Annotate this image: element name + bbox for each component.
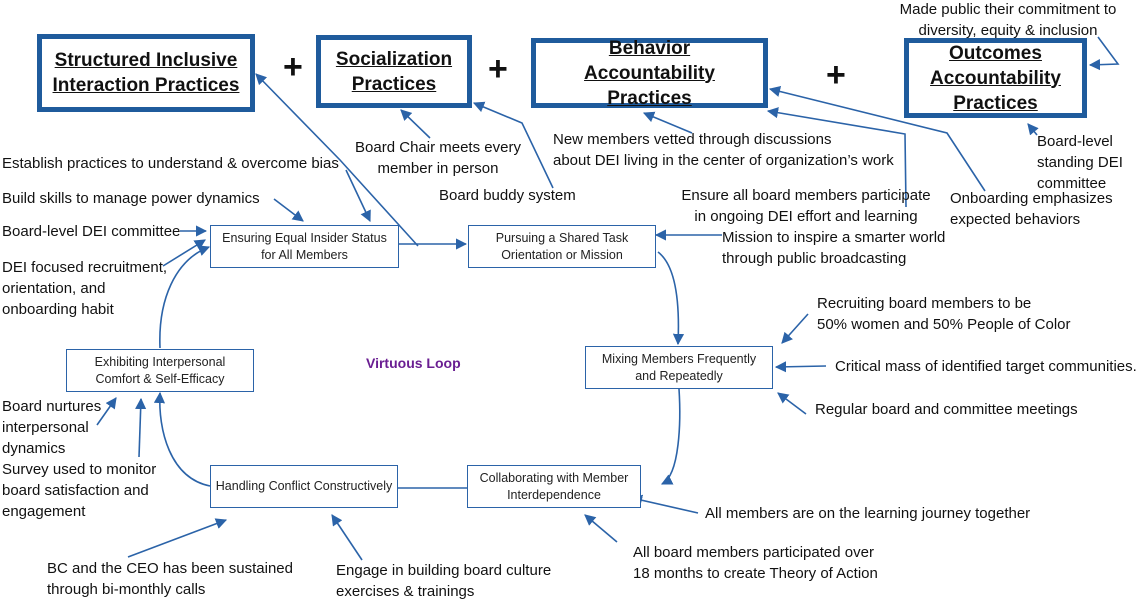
note-theory-of-action: All board members participated over 18 m… xyxy=(633,544,878,582)
note-critical-mass: Critical mass of identified target commu… xyxy=(835,358,1137,375)
header-structured-inclusive: Structured Inclusive Interaction Practic… xyxy=(37,34,255,112)
header-behavior-label: Behavior Accountability Practices xyxy=(584,37,715,109)
arrow-theory-of-action xyxy=(584,514,618,543)
arrow-regular-meetings xyxy=(777,392,807,415)
note-bc-ceo: BC and the CEO has been sustained throug… xyxy=(47,560,293,598)
arrow-bc-ceo xyxy=(127,518,228,558)
node-comfort-label: Exhibiting Interpersonal Comfort & Self-… xyxy=(94,354,226,386)
header-behavior-accountability: Behavior Accountability Practices xyxy=(531,37,768,109)
node-shared-label: Pursuing a Shared Task Orientation or Mi… xyxy=(495,230,629,262)
note-ensure-all: Ensure all board members participate in … xyxy=(681,187,931,225)
note-nurtures: Board nurtures interpersonal dynamics xyxy=(2,398,102,457)
node-interpersonal-comfort: Exhibiting Interpersonal Comfort & Self-… xyxy=(66,349,254,392)
arrow-culture xyxy=(331,514,363,561)
note-standing-committee: Board-level standing DEI committee xyxy=(1037,133,1123,192)
node-collaborating: Collaborating with Member Interdependenc… xyxy=(467,465,641,508)
virtuous-loop-label: Virtuous Loop xyxy=(366,355,461,371)
note-onboarding: Onboarding emphasizes expected behaviors xyxy=(950,190,1113,228)
note-board-chair: Board Chair meets every member in person xyxy=(355,139,521,177)
arrow-recruiting xyxy=(781,313,809,344)
node-shared-task: Pursuing a Shared Task Orientation or Mi… xyxy=(468,225,656,268)
note-buddy-system: Board buddy system xyxy=(439,187,576,204)
arrow-chair-to-socialization xyxy=(400,109,431,139)
note-bias: Establish practices to understand & over… xyxy=(2,155,339,172)
arrow-critical-mass xyxy=(774,361,827,373)
node-conflict-label: Handling Conflict Constructively xyxy=(215,479,393,493)
arrow-recruitment xyxy=(162,239,206,267)
note-mission: Mission to inspire a smarter world throu… xyxy=(722,229,946,267)
arrow-commitment-to-outcomes xyxy=(1088,36,1120,71)
node-handling-conflict: Handling Conflict Constructively xyxy=(210,465,398,508)
node-equal-label: Ensuring Equal Insider Status for All Me… xyxy=(222,230,387,262)
note-vetted: New members vetted through discussions a… xyxy=(553,131,894,169)
note-regular-meetings: Regular board and committee meetings xyxy=(815,401,1078,418)
loop-arrow-comfort-to-equal xyxy=(159,245,211,349)
note-culture: Engage in building board culture exercis… xyxy=(336,562,552,600)
note-learning-journey: All members are on the learning journey … xyxy=(705,505,1031,522)
node-mixing-label: Mixing Members Frequently and Repeatedly xyxy=(601,351,757,383)
loop-arrow-mixing-to-collab xyxy=(660,388,681,485)
arrow-learning-journey xyxy=(630,494,699,514)
note-recruiting: Recruiting board members to be 50% women… xyxy=(817,295,1071,333)
header-outcomes-label: Outcomes Accountability Practices xyxy=(930,42,1061,114)
header-socialization-label: Socialization Practices xyxy=(335,48,453,95)
node-mixing-members: Mixing Members Frequently and Repeatedly xyxy=(585,346,773,389)
plus-sign-1: + xyxy=(283,48,303,86)
note-power: Build skills to manage power dynamics xyxy=(2,190,260,207)
note-public-commitment: Made public their commitment to diversit… xyxy=(899,1,1117,39)
plus-sign-3: + xyxy=(826,56,846,94)
header-structured-label: Structured Inclusive Interaction Practic… xyxy=(52,50,240,96)
arrow-power xyxy=(273,198,304,222)
note-survey: Survey used to monitor board satisfactio… xyxy=(2,461,157,520)
note-dei-committee: Board-level DEI committee xyxy=(2,223,181,240)
plus-sign-2: + xyxy=(488,50,508,88)
header-socialization: Socialization Practices xyxy=(316,35,472,108)
node-equal-insider-status: Ensuring Equal Insider Status for All Me… xyxy=(210,225,399,268)
loop-arrow-conflict-to-comfort xyxy=(153,391,211,487)
loop-arrow-shared-to-mixing xyxy=(657,251,685,346)
header-outcomes-accountability: Outcomes Accountability Practices xyxy=(904,38,1087,118)
node-collab-label: Collaborating with Member Interdependenc… xyxy=(479,470,629,502)
arrow-survey xyxy=(135,397,147,458)
note-recruitment: DEI focused recruitment, orientation, an… xyxy=(2,259,168,318)
arrow-standing-to-outcomes xyxy=(1027,123,1039,136)
